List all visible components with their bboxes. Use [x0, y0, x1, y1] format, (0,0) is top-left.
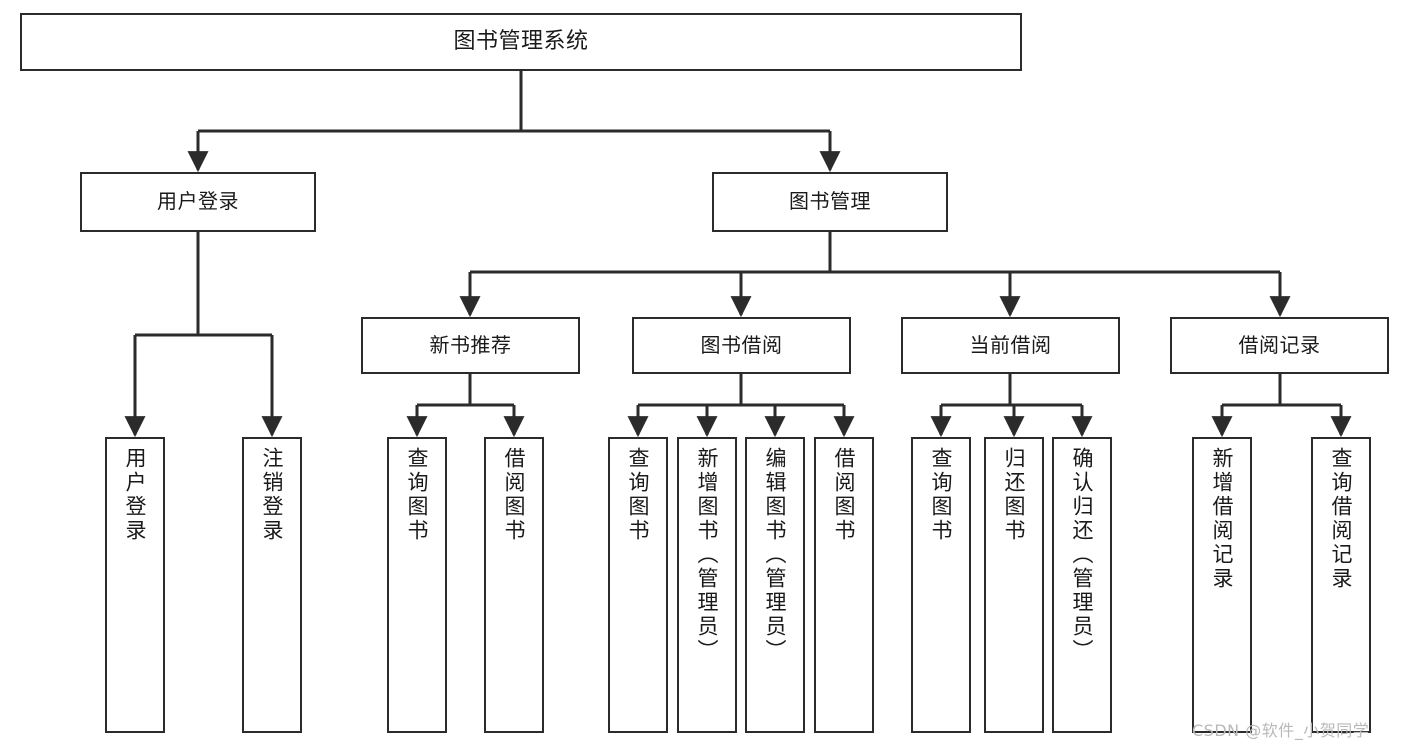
- leaf-borrow-book-newbook[interactable]: 借阅图书: [484, 437, 544, 733]
- csdn-watermark: CSDN @软件_小贺同学: [1192, 717, 1369, 741]
- node-label: 当前借阅: [969, 332, 1052, 357]
- node-label: 图书管理: [789, 189, 871, 214]
- leaf-add-book-admin[interactable]: 新增图书（管理员）: [677, 437, 737, 733]
- node-label: 确认归还（管理员）: [1070, 447, 1095, 663]
- node-label: 编辑图书（管理员）: [763, 447, 788, 663]
- node-label: 图书管理系统: [453, 29, 589, 55]
- leaf-borrow-book[interactable]: 借阅图书: [814, 437, 874, 733]
- leaf-query-book-newbook[interactable]: 查询图书: [387, 437, 447, 733]
- leaf-return-book[interactable]: 归还图书: [984, 437, 1044, 733]
- node-label: 借阅图书: [502, 447, 527, 543]
- leaf-confirm-return-admin[interactable]: 确认归还（管理员）: [1052, 437, 1112, 733]
- node-label: 注销登录: [260, 447, 285, 543]
- node-book-borrow[interactable]: 图书借阅: [632, 317, 851, 374]
- node-borrow-record[interactable]: 借阅记录: [1170, 317, 1389, 374]
- node-label: 图书借阅: [700, 332, 783, 357]
- leaf-logout[interactable]: 注销登录: [242, 437, 302, 733]
- node-label: 查询图书: [626, 447, 651, 543]
- leaf-query-book-current[interactable]: 查询图书: [911, 437, 971, 733]
- node-label: 借阅记录: [1238, 332, 1321, 357]
- node-label: 用户登录: [157, 189, 239, 214]
- node-new-book-recommend[interactable]: 新书推荐: [361, 317, 580, 374]
- leaf-edit-book-admin[interactable]: 编辑图书（管理员）: [745, 437, 805, 733]
- leaf-query-book-borrow[interactable]: 查询图书: [608, 437, 668, 733]
- node-label: 查询借阅记录: [1329, 447, 1354, 591]
- node-label: 新书推荐: [429, 332, 512, 357]
- leaf-user-login[interactable]: 用户登录: [105, 437, 165, 733]
- node-label: 新增借阅记录: [1210, 447, 1235, 591]
- node-system-title[interactable]: 图书管理系统: [20, 13, 1022, 71]
- node-label: 查询图书: [929, 447, 954, 543]
- node-label: 新增图书（管理员）: [695, 447, 720, 663]
- node-book-management[interactable]: 图书管理: [712, 172, 948, 232]
- node-label: 借阅图书: [832, 447, 857, 543]
- node-label: 归还图书: [1002, 447, 1027, 543]
- node-current-borrow[interactable]: 当前借阅: [901, 317, 1120, 374]
- leaf-query-borrow-record[interactable]: 查询借阅记录: [1311, 437, 1371, 733]
- leaf-add-borrow-record[interactable]: 新增借阅记录: [1192, 437, 1252, 733]
- node-label: 用户登录: [123, 447, 148, 543]
- node-label: 查询图书: [405, 447, 430, 543]
- watermark-text: CSDN @软件_小贺同学: [1192, 721, 1370, 740]
- node-user-login[interactable]: 用户登录: [80, 172, 316, 232]
